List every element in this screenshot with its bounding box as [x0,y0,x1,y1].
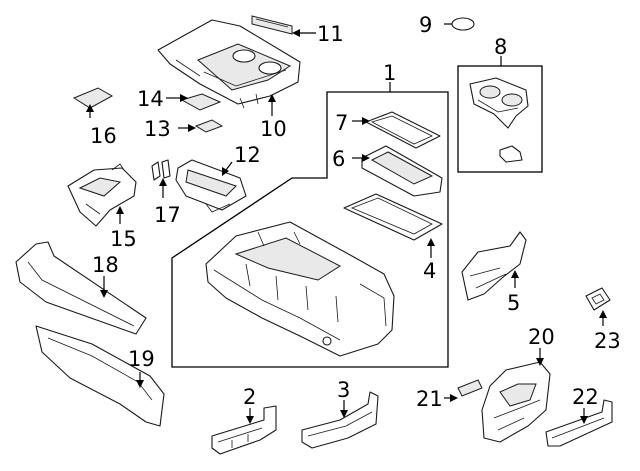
part-16-mat [72,87,114,109]
part-11-trim-strip [251,15,293,35]
part-9-plug [451,17,475,31]
part-10-console-top-panel [157,19,301,109]
part-21-pad [457,379,483,397]
callout-2: 2 [243,385,256,409]
part-22-trim-strip [545,399,613,447]
part-20-front-panel [481,361,551,443]
part-19-lower-panel [35,325,165,427]
part-15-storage-bin [67,163,137,227]
part-13-plate [194,119,224,133]
callout-21: 21 [416,387,443,411]
part-14-plate [180,93,222,111]
part-23-switch [585,287,611,311]
callout-8: 8 [494,35,507,59]
cup-holder-group-box [457,65,543,173]
callout-14: 14 [137,87,164,111]
callout-22: 22 [572,385,599,409]
part-17-clip [151,159,171,181]
part-6-liner [361,145,443,197]
callout-9: 9 [419,13,432,37]
part-12-tray [175,159,247,213]
part-8-cup-holder [469,77,529,163]
callout-20: 20 [528,325,555,349]
callout-6: 6 [332,147,345,171]
callout-15: 15 [110,227,137,251]
callout-4: 4 [423,259,436,283]
callout-1: 1 [383,61,396,85]
part-7-insert [365,111,441,149]
callout-13: 13 [144,117,171,141]
part-4-mat [343,193,443,241]
callout-23: 23 [594,329,621,353]
part-5-bracket [461,231,527,301]
part-2-bracket [211,405,277,455]
callout-16: 16 [90,124,117,148]
leader-lines [86,23,607,424]
callout-12: 12 [234,143,261,167]
callout-3: 3 [337,378,350,402]
callout-11: 11 [317,22,344,46]
callout-19: 19 [128,347,155,371]
callout-10: 10 [260,117,287,141]
part-3-bracket [301,391,379,449]
callout-7: 7 [335,111,348,135]
console-body [205,221,395,357]
callout-5: 5 [507,291,520,315]
callout-18: 18 [92,253,119,277]
part-18-side-trim [15,241,147,335]
callout-17: 17 [154,203,181,227]
console-assembly-group-box [171,91,449,368]
